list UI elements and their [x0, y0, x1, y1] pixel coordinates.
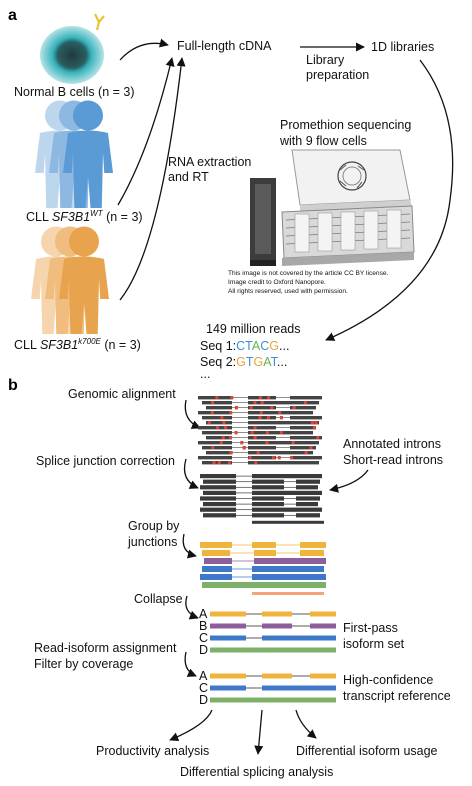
arrow-to-alignment: [184, 399, 201, 429]
isoform-label: B: [199, 619, 207, 633]
isoform-label: D: [199, 643, 208, 657]
step-group-by-2: junctions: [127, 535, 177, 549]
differential-splicing-label: Differential splicing analysis: [180, 765, 333, 779]
high-confidence-label-1: High-confidence: [343, 673, 433, 687]
panel-label-a: a: [8, 7, 17, 24]
isoform-exon: [210, 611, 246, 617]
differential-isoform-label: Differential isoform usage: [296, 744, 438, 758]
isoform-label: C: [199, 681, 208, 695]
step-collapse: Collapse: [134, 592, 183, 606]
arrow-to-productivity: [169, 709, 213, 742]
b-cell-icon: [40, 13, 105, 84]
short-read-introns-label: Short-read introns: [343, 453, 443, 467]
step-group-by-1: Group by: [128, 519, 180, 533]
reads-title: 149 million reads: [206, 322, 301, 336]
reads-more: ...: [200, 367, 210, 381]
cll-mutant-label: CLL SF3B1k700E (n = 3): [14, 337, 141, 352]
isoform-label: D: [199, 693, 208, 707]
isoform-exon: [210, 685, 246, 691]
sequencing-label-1: Promethion sequencing: [280, 118, 411, 132]
arrow-introns-to-corrected: [329, 469, 369, 493]
step-filter: Filter by coverage: [34, 657, 133, 671]
reads-list: Seq 1:CTACG... Seq 2:GTGAT...: [200, 339, 289, 369]
first-pass-label-2: isoform set: [343, 637, 405, 651]
arrow-normal-to-cdna: [119, 38, 169, 61]
corrected-reads-block: [200, 474, 324, 524]
isoform-exon: [210, 697, 336, 703]
isoform-exon: [262, 673, 292, 679]
isoform-exon: [262, 635, 336, 641]
promethion-sequencer-image: [250, 149, 415, 266]
high-confidence-isoforms: ACD: [199, 669, 336, 707]
arrow-wt-to-cdna: [117, 57, 175, 206]
isoform-exon: [310, 673, 336, 679]
isoform-label: C: [199, 631, 208, 645]
library-prep-label-2: preparation: [306, 68, 369, 82]
cll-mutant-people-icon: [31, 226, 109, 334]
rt-label: and RT: [168, 170, 209, 184]
rna-extraction-label: RNA extraction: [168, 155, 251, 169]
arrow-to-differential-splicing: [254, 709, 264, 755]
image-credit-line-3: All rights reserved, used with permissio…: [228, 288, 348, 295]
read-sequence: Seq 1:CTACG...: [200, 339, 289, 353]
read-sequence: Seq 2:GTGAT...: [200, 355, 287, 369]
first-pass-label-1: First-pass: [343, 621, 398, 635]
isoform-label: A: [199, 607, 208, 621]
arrow-to-high-confidence: [184, 651, 197, 677]
step-read-isoform: Read-isoform assignment: [34, 641, 177, 655]
isoform-exon: [210, 623, 246, 629]
step-splice-correction: Splice junction correction: [36, 454, 175, 468]
arrow-to-corrected: [183, 458, 199, 489]
sequencing-label-2: with 9 flow cells: [279, 134, 367, 148]
high-confidence-label-2: transcript reference: [343, 689, 451, 703]
step-genomic-alignment: Genomic alignment: [68, 387, 176, 401]
library-prep-label-1: Library: [306, 53, 345, 67]
isoform-label: A: [199, 669, 208, 683]
productivity-analysis-label: Productivity analysis: [96, 744, 209, 758]
cll-wt-people-icon: [35, 100, 113, 208]
arrow-mutant-to-cdna: [119, 57, 186, 301]
image-credit-line-2: Image credit to Oxford Nanopore.: [228, 279, 326, 286]
image-credit-line-1: This image is not covered by the article…: [228, 270, 389, 277]
arrow-to-grouped: [182, 533, 197, 559]
cdna-label: Full-length cDNA: [177, 39, 272, 53]
isoform-exon: [262, 685, 336, 691]
arrow-to-differential-isoform: [295, 709, 317, 739]
isoform-exon: [262, 611, 292, 617]
arrow-to-first-pass: [185, 595, 199, 620]
isoform-exon: [310, 623, 336, 629]
grouped-reads-block: [200, 542, 326, 595]
isoform-exon: [210, 647, 336, 653]
isoform-exon: [310, 611, 336, 617]
isoform-exon: [262, 623, 292, 629]
arrow-libraries-to-reads: [325, 59, 454, 341]
panel-label-b: b: [8, 377, 18, 394]
normal-b-cells-label: Normal B cells (n = 3): [14, 85, 135, 99]
cll-wt-label: CLL SF3B1WT (n = 3): [26, 209, 143, 224]
read-alignment-block: [198, 396, 322, 465]
annotated-introns-label: Annotated introns: [343, 437, 441, 451]
isoform-exon: [210, 673, 246, 679]
libraries-label: 1D libraries: [371, 40, 434, 54]
isoform-exon: [210, 635, 246, 641]
